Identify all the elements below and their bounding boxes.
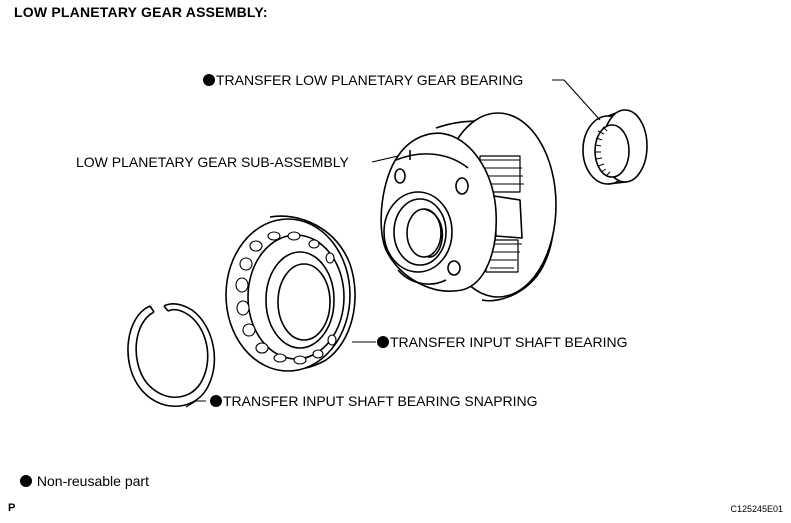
label-low-gear-sub-assembly: LOW PLANETARY GEAR SUB-ASSEMBLY	[76, 154, 349, 170]
planetary-carrier-drawing	[380, 112, 557, 302]
diagram-title: LOW PLANETARY GEAR ASSEMBLY:	[14, 4, 268, 20]
non-reusable-dot-icon	[377, 336, 389, 348]
non-reusable-dot-icon	[20, 475, 32, 487]
non-reusable-dot-icon	[210, 395, 222, 407]
input-shaft-bearing-drawing	[225, 215, 356, 372]
non-reusable-dot-icon	[203, 74, 215, 86]
snapring-drawing	[127, 303, 216, 408]
label-input-shaft-bearing: TRANSFER INPUT SHAFT BEARING	[377, 334, 628, 350]
leader-lines	[185, 79, 601, 408]
leader-line-snapring	[185, 400, 206, 408]
leader-line-sub-assembly	[371, 155, 399, 163]
label-snapring: TRANSFER INPUT SHAFT BEARING SNAPRING	[210, 393, 538, 409]
needle-bearing-drawing	[582, 109, 648, 185]
legend-text: Non-reusable part	[36, 473, 149, 489]
legend: Non-reusable part	[20, 473, 149, 489]
figure-code: C125245E01	[730, 504, 783, 514]
leader-line-low-gear-bearing	[552, 79, 601, 121]
corner-mark: P	[8, 502, 16, 514]
label-low-gear-bearing: TRANSFER LOW PLANETARY GEAR BEARING	[203, 72, 523, 88]
